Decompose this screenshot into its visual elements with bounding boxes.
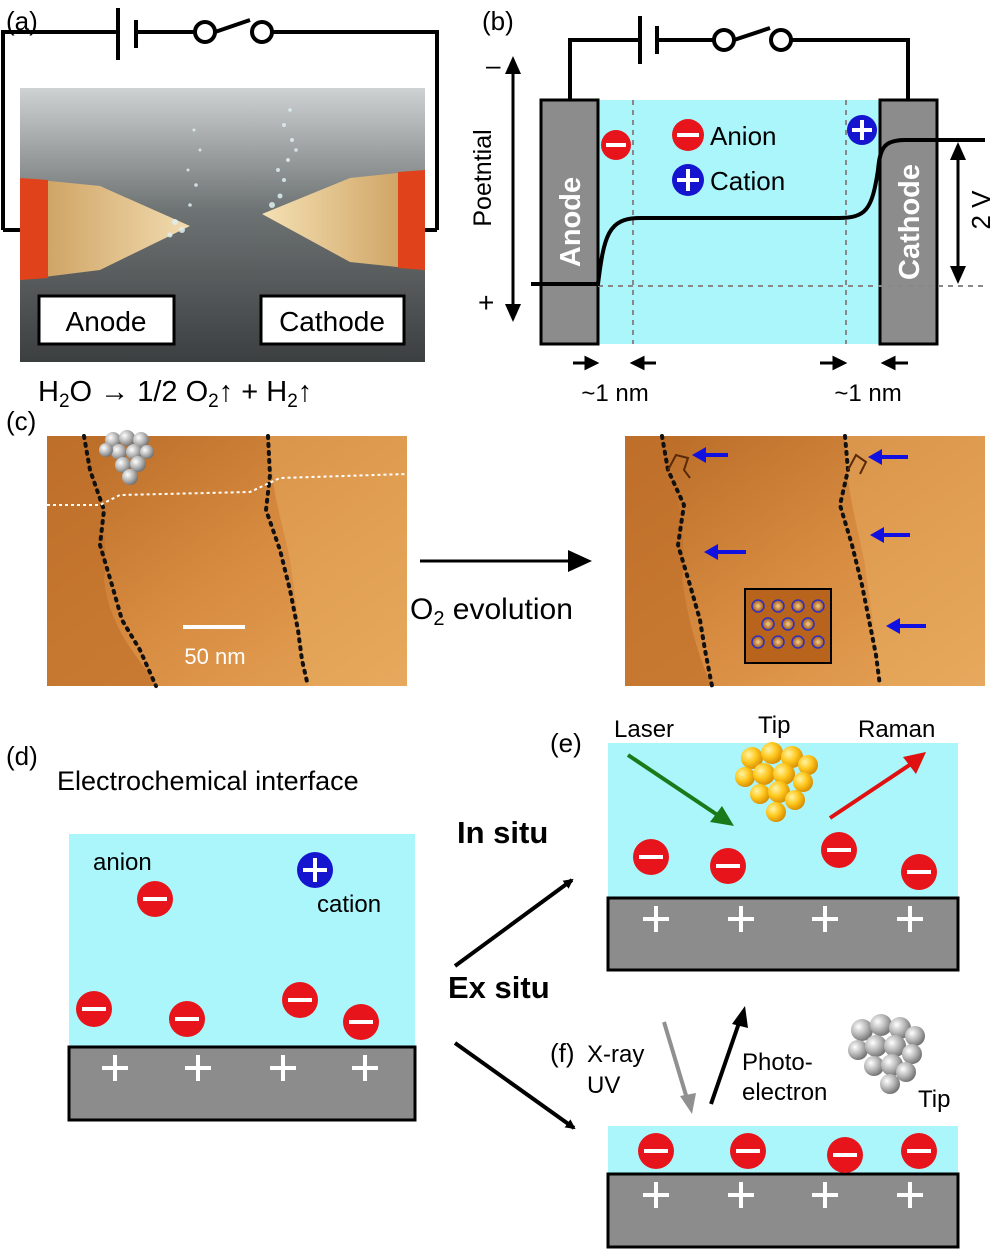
silver-tip-icon-f (848, 1014, 925, 1094)
photo-cathode-label: Cathode (279, 306, 385, 337)
raman-label: Raman (858, 716, 935, 743)
legend-cation-icon (672, 164, 704, 196)
voltage-label: 2 V (966, 190, 996, 230)
switch-icon-b (712, 28, 736, 52)
photoelectron-label-1: Photo- (742, 1049, 813, 1076)
photoelectron-arrow (709, 1019, 742, 1105)
electrode-e (606, 896, 960, 972)
panel-b-circuit (568, 16, 910, 100)
cathode-pencil (262, 170, 425, 270)
cation-icon-d (297, 852, 333, 888)
tip-label-f: Tip (918, 1086, 950, 1113)
potential-axis-label: Poetntial (469, 129, 497, 226)
in-situ-label: In situ (457, 815, 548, 850)
cation-label-d: cation (317, 891, 381, 918)
electrode-f (606, 1172, 960, 1249)
anode-pencil (20, 178, 190, 280)
panel-c-label: (c) (6, 406, 36, 436)
photo-electrolysis: Anode Cathode (20, 88, 425, 362)
gap-right-label: ~1 nm (834, 380, 901, 407)
switch-contact-icon (250, 20, 274, 44)
electrode-d (67, 1045, 417, 1122)
panel-a-circuit (1, 8, 439, 232)
ex-situ-label: Ex situ (448, 970, 550, 1005)
electrode-d-charges (102, 1055, 378, 1081)
electrolyte-region-b (598, 100, 880, 344)
arrow-to-in-situ (453, 878, 574, 968)
reaction-equation: H2O → 1/2 O2↑ + H2↑ (38, 376, 312, 412)
panel-b-label: (b) (482, 6, 514, 36)
laser-arrow (626, 753, 724, 820)
electrode-e-charges (643, 906, 923, 932)
anode-electrode-label: Anode (555, 177, 587, 267)
legend-anion-label: Anion (710, 121, 777, 151)
anion-icons-d (76, 881, 379, 1040)
switch-icon (193, 20, 217, 44)
double-layer-guides (598, 100, 985, 344)
laser-label: Laser (614, 716, 674, 743)
anode-electrode (539, 98, 600, 346)
step-edge-arrows (692, 447, 926, 634)
anion-label-d: anion (93, 849, 152, 876)
photoelectron-label-2: electron (742, 1079, 827, 1106)
anion-icon (601, 130, 631, 160)
panel-d-label: (d) (6, 741, 38, 771)
potential-profile (531, 138, 985, 286)
silver-tip-icon (99, 430, 154, 485)
panel-d-title: Electrochemical interface (57, 766, 359, 796)
electrode-f-charges (643, 1182, 923, 1208)
gap-left-label: ~1 nm (581, 380, 648, 407)
uv-label: UV (587, 1072, 620, 1099)
anion-icons-e (633, 832, 937, 890)
cathode-electrode-label: Cathode (894, 164, 926, 280)
axis-plus: + (478, 287, 494, 318)
axis-minus: – (486, 50, 501, 80)
xray-label: X-ray (587, 1041, 644, 1068)
panel-f-label: (f) (550, 1038, 575, 1068)
cation-icon (847, 115, 877, 145)
stm-image-before: 50 nm (47, 434, 408, 688)
raman-arrow (828, 760, 916, 820)
xray-arrow (662, 1021, 690, 1103)
photo-anode-label: Anode (66, 306, 147, 337)
legend-anion-icon (672, 119, 704, 151)
gap-arrows (573, 355, 908, 371)
switch-contact-icon-b (769, 28, 793, 52)
anion-icons-f (638, 1133, 937, 1173)
stm-image-after (625, 434, 985, 688)
o2-evolution-label: O2 evolution (410, 593, 573, 630)
arrow-to-ex-situ (453, 1041, 576, 1130)
scale-bar-label: 50 nm (184, 644, 245, 669)
process-arrow (568, 550, 592, 572)
gold-tip-icon (735, 742, 818, 822)
panel-e-label: (e) (550, 728, 582, 758)
legend-cation-label: Cation (710, 166, 785, 196)
tip-label-e: Tip (758, 712, 790, 739)
